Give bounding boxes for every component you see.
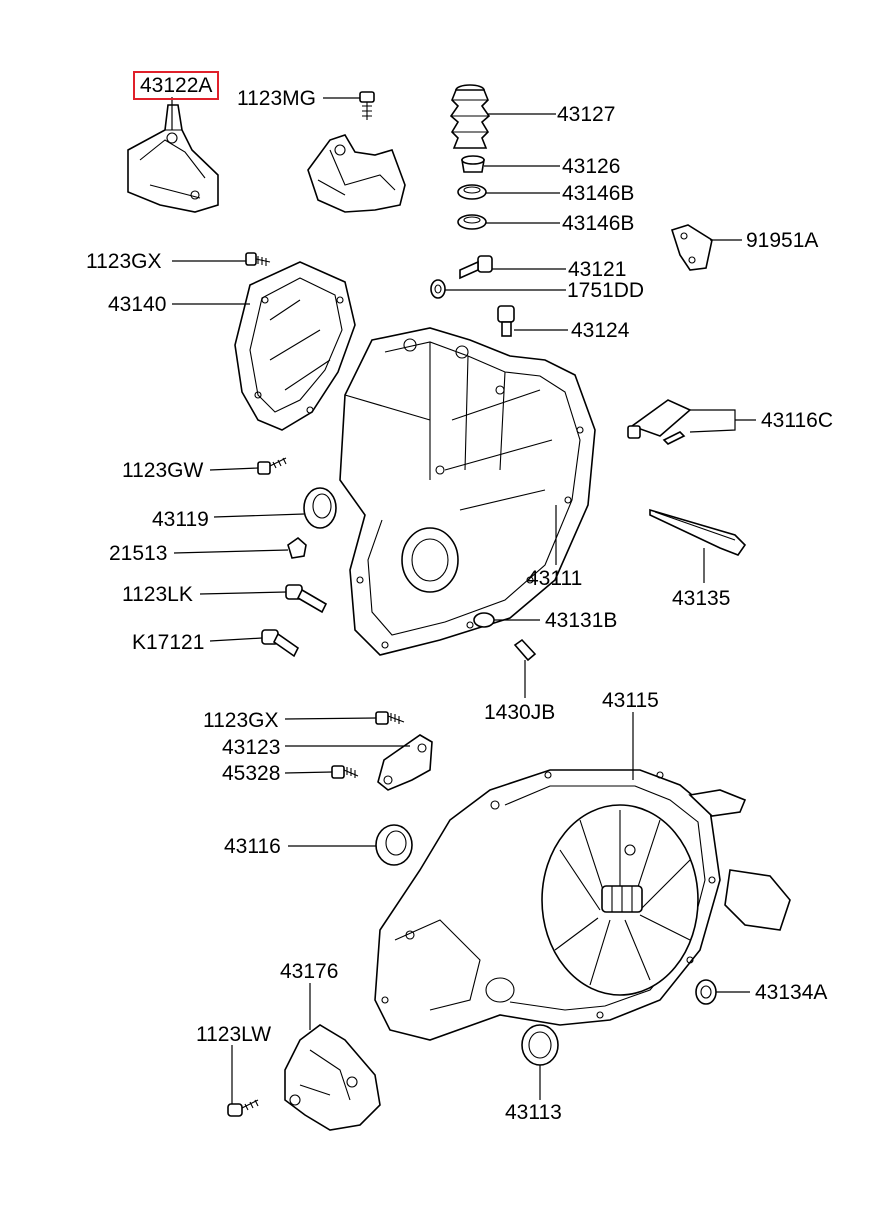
part-bolt-1123LK[interactable] [285, 584, 328, 614]
part-seal-43113[interactable] [521, 1024, 559, 1066]
part-label-K17121[interactable]: K17121 [132, 631, 205, 654]
part-bolt-K17121[interactable] [261, 629, 300, 658]
part-clip-91951A[interactable] [670, 224, 713, 271]
part-label-1123LK[interactable]: 1123LK [122, 583, 193, 606]
part-bolt-1123GX-lower[interactable] [375, 711, 405, 725]
part-label-43146B-lower[interactable]: 43146B [562, 212, 635, 235]
part-label-43134A[interactable]: 43134A [755, 981, 828, 1004]
part-label-43122A[interactable]: 43122A [133, 71, 220, 100]
part-bolt-43121[interactable] [459, 255, 493, 280]
part-seal-43134A[interactable] [695, 979, 717, 1005]
part-label-43127[interactable]: 43127 [557, 103, 616, 126]
part-bushing-43126[interactable] [461, 155, 485, 173]
part-label-45328[interactable]: 45328 [222, 762, 281, 785]
part-sensor-43116C[interactable] [627, 399, 692, 445]
part-plug-21513[interactable] [287, 536, 307, 559]
part-label-43126[interactable]: 43126 [562, 155, 621, 178]
part-label-43111[interactable]: 43111 [527, 567, 583, 590]
part-label-43115[interactable]: 43115 [602, 689, 659, 712]
part-label-1123GX-upper[interactable]: 1123GX [86, 250, 162, 273]
part-washer-1751DD[interactable] [430, 279, 446, 299]
part-bolt-45328[interactable] [331, 765, 359, 779]
part-bracket-43122A[interactable] [127, 104, 219, 213]
part-seal-43146B-lower[interactable] [457, 214, 487, 230]
part-label-43119[interactable]: 43119 [152, 508, 209, 531]
part-label-43124[interactable]: 43124 [571, 319, 630, 342]
part-boot-43127[interactable] [449, 84, 491, 149]
part-label-43146B-upper[interactable]: 43146B [562, 182, 635, 205]
part-label-21513[interactable]: 21513 [109, 542, 168, 565]
part-label-43123[interactable]: 43123 [222, 736, 281, 759]
part-label-43131B[interactable]: 43131B [545, 609, 618, 632]
part-bolt-1123GX-upper[interactable] [245, 252, 271, 266]
part-label-1430JB[interactable]: 1430JB [484, 701, 556, 724]
part-pin-43124[interactable] [497, 305, 515, 337]
part-bracket-43123[interactable] [377, 734, 433, 791]
part-guide-43135[interactable] [649, 508, 747, 556]
part-label-43116[interactable]: 43116 [224, 835, 281, 858]
part-label-1123MG[interactable]: 1123MG [237, 87, 316, 110]
part-label-1751DD[interactable]: 1751DD [567, 279, 645, 302]
part-bolt-1123LW[interactable] [227, 1099, 259, 1117]
part-label-43116C[interactable]: 43116C [761, 409, 834, 432]
part-label-43121[interactable]: 43121 [568, 258, 627, 281]
part-cover-43140[interactable] [234, 261, 356, 431]
part-seal-43116[interactable] [375, 824, 413, 866]
part-label-1123LW[interactable]: 1123LW [196, 1023, 272, 1046]
part-seal-43146B-upper[interactable] [457, 184, 487, 200]
part-bracket-43176[interactable] [284, 1024, 381, 1131]
part-cap-43131B[interactable] [473, 612, 495, 628]
part-seal-43119[interactable] [303, 487, 337, 529]
part-label-91951A[interactable]: 91951A [746, 229, 819, 252]
part-label-43135[interactable]: 43135 [672, 587, 731, 610]
leader-lines [171, 97, 756, 1104]
part-bolt-1123MG[interactable] [359, 91, 375, 120]
part-transmission-case-43111[interactable] [339, 327, 596, 656]
part-label-1123GX-lower[interactable]: 1123GX [203, 709, 279, 732]
part-label-1123GW[interactable]: 1123GW [122, 459, 204, 482]
part-label-43113[interactable]: 43113 [505, 1101, 562, 1124]
part-clutch-housing-43115[interactable] [374, 769, 791, 1041]
part-label-43176[interactable]: 43176 [280, 960, 339, 983]
part-bolt-1123GW[interactable] [257, 457, 287, 475]
part-bracket-1123MG[interactable] [307, 134, 406, 213]
part-pin-1430JB[interactable] [513, 638, 537, 662]
part-label-43140[interactable]: 43140 [108, 293, 167, 316]
